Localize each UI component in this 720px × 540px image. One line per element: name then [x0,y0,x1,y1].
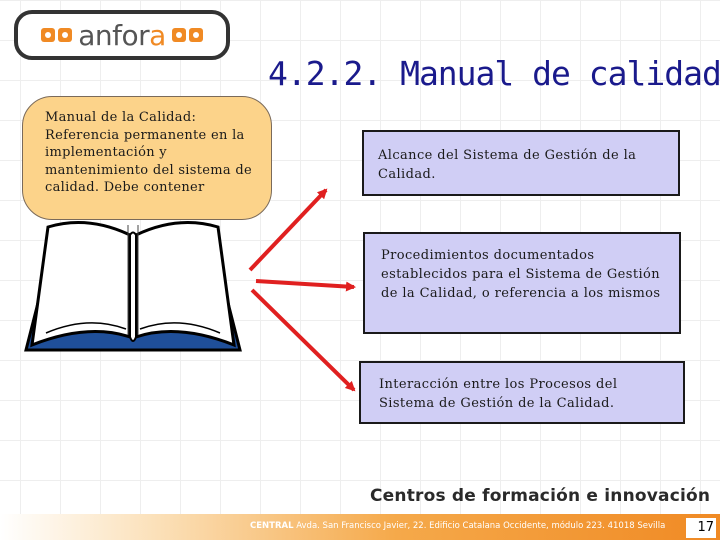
footer-address-text: Avda. San Francisco Javier, 22. Edificio… [296,521,666,531]
definition-callout: Manual de la Calidad: Referencia permane… [22,96,272,220]
footer-brand: CENTRAL [250,521,294,531]
logo-square-icon [41,28,56,42]
content-box-processes: Interacción entre los Procesos del Siste… [359,361,685,424]
slide-title: 4.2.2. Manual de calidad [268,54,720,93]
logo-square-icon [188,28,203,42]
book-icon [24,221,242,352]
footer-title: Centros de formación e innovación [370,486,711,506]
logo-text: anfora [78,18,166,52]
content-box-procedures: Procedimientos documentados establecidos… [363,232,681,334]
logo-square-icon [171,28,186,42]
content-box-scope: Alcance del Sistema de Gestión de la Cal… [362,130,680,196]
footer-bar [0,514,720,540]
page-number: 17 [686,518,716,538]
arrow-to-scope [248,188,328,272]
logo-square-icon [58,28,73,42]
logo-square-icons [41,28,73,42]
logo-square-icons [171,28,203,42]
anfora-logo: anfora [14,10,230,60]
arrow-to-procedures [255,279,356,292]
footer-address: CENTRAL Avda. San Francisco Javier, 22. … [250,521,665,531]
arrow-to-processes [250,288,356,392]
